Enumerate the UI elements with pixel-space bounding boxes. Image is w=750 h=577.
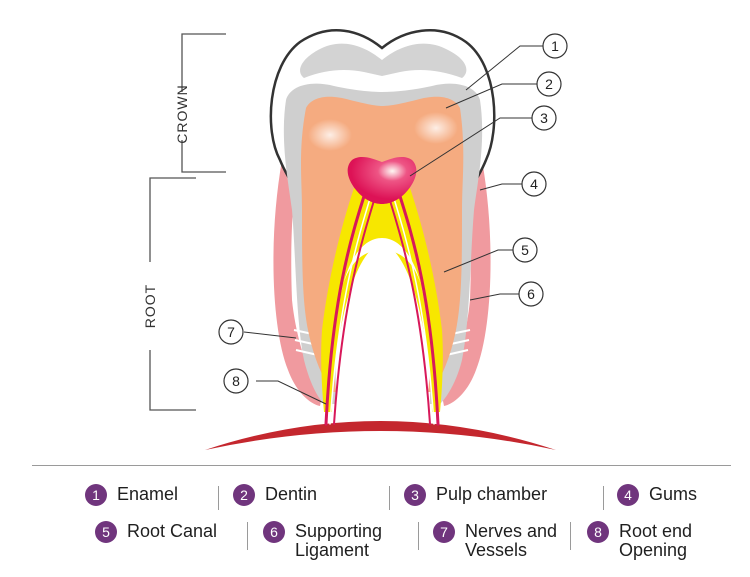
callout-3: 3	[531, 105, 557, 131]
gum-tissue	[273, 160, 322, 406]
callout-8: 8	[223, 368, 249, 394]
root-bracket	[149, 177, 196, 411]
legend-badge: 8	[587, 521, 609, 543]
legend-item-pulp-chamber: 3 Pulp chamber	[404, 484, 547, 506]
legend-divider	[32, 465, 731, 466]
svg-text:2: 2	[545, 76, 553, 92]
callout-5: 5	[512, 237, 538, 263]
tooth-illustration: 1 2 3 4 5 6 7 8	[149, 29, 568, 450]
legend-badge: 6	[263, 521, 285, 543]
svg-text:3: 3	[540, 110, 548, 126]
svg-text:6: 6	[527, 286, 535, 302]
callout-7: 7	[218, 319, 244, 345]
legend-separator	[603, 486, 604, 510]
pulp-chamber	[347, 156, 417, 204]
callout-6: 6	[518, 281, 544, 307]
crown-bracket	[181, 33, 226, 173]
legend-badge: 3	[404, 484, 426, 506]
legend-label: Gums	[649, 484, 698, 504]
legend-badge: 7	[433, 521, 455, 543]
legend-badge: 5	[95, 521, 117, 543]
legend-separator	[389, 486, 390, 510]
legend-label: Dentin	[265, 484, 318, 504]
leader-lines	[243, 45, 543, 405]
svg-text:4: 4	[530, 176, 538, 192]
svg-text:1: 1	[551, 38, 559, 54]
bone-arc	[205, 421, 556, 450]
enamel-shade-top	[300, 43, 467, 78]
svg-text:5: 5	[521, 242, 529, 258]
svg-text:8: 8	[232, 373, 240, 389]
legend-badge: 1	[85, 484, 107, 506]
dentin	[301, 96, 464, 392]
legend-item-enamel: 1 Enamel	[85, 484, 178, 506]
legend-label: Enamel	[117, 484, 179, 504]
legend-item-dentin: 2 Dentin	[233, 484, 317, 506]
svg-text:7: 7	[227, 324, 235, 340]
root-label: ROOT	[142, 283, 158, 329]
legend-label: Root Canal	[127, 521, 218, 541]
legend-badge: 4	[617, 484, 639, 506]
legend-separator	[570, 522, 571, 550]
legend-separator	[418, 522, 419, 550]
nerves-and-vessels	[324, 188, 440, 426]
callout-1: 1	[542, 33, 568, 59]
legend-item-root-canal: 5 Root Canal	[95, 521, 217, 543]
crown-label: CROWN	[174, 84, 190, 144]
legend-label: Pulp chamber	[436, 484, 548, 504]
callout-4: 4	[521, 171, 547, 197]
legend-item-gums: 4 Gums	[617, 484, 697, 506]
legend-separator	[218, 486, 219, 510]
callout-2: 2	[536, 71, 562, 97]
legend-separator	[247, 522, 248, 550]
legend-badge: 2	[233, 484, 255, 506]
